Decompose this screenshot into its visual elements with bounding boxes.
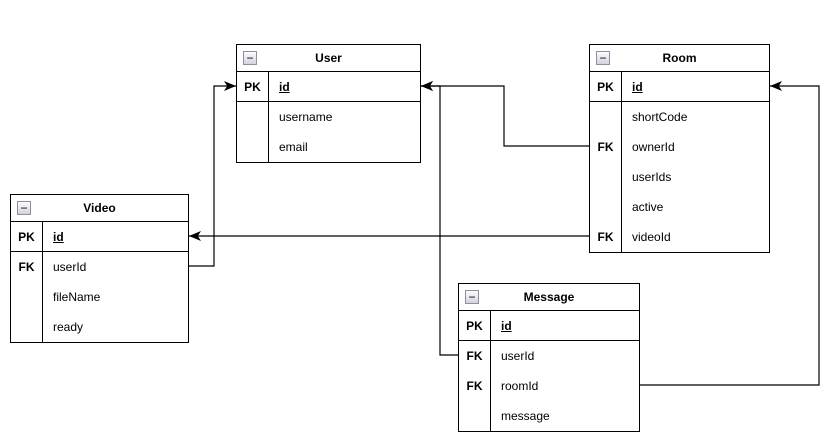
field-row-room-userids[interactable]: userIds — [590, 162, 769, 192]
key-badge — [459, 401, 491, 431]
field-name: message — [501, 409, 550, 423]
field-row-user-username[interactable]: username — [237, 102, 420, 132]
field-name: userIds — [632, 170, 672, 184]
fk-badge: FK — [590, 222, 622, 252]
minus-glyph: − — [246, 50, 254, 65]
field-row-message-roomid[interactable]: FK roomId — [459, 371, 639, 401]
key-badge — [11, 282, 43, 312]
field-name: active — [632, 200, 664, 214]
field-name: videoId — [632, 230, 671, 244]
entity-header-video[interactable]: − Video — [11, 195, 188, 222]
entity-title-room: Room — [662, 51, 697, 65]
entity-table-room[interactable]: − Room PK id shortCode FK ownerId userId… — [589, 44, 770, 253]
entity-title-user: User — [315, 51, 342, 65]
field-row-room-id[interactable]: PK id — [590, 72, 769, 102]
collapse-icon[interactable]: − — [17, 201, 31, 215]
field-row-message-id[interactable]: PK id — [459, 311, 639, 341]
key-badge — [237, 132, 269, 162]
entity-header-user[interactable]: − User — [237, 45, 420, 72]
connector-message-roomid-to-room-id[interactable] — [640, 81, 820, 386]
field-row-user-email[interactable]: email — [237, 132, 420, 162]
connector-video-userid-to-user-id[interactable] — [189, 81, 236, 267]
entity-title-message: Message — [523, 290, 575, 304]
field-name: fileName — [53, 290, 101, 304]
key-badge — [590, 162, 622, 192]
field-name: id — [632, 79, 643, 94]
field-name: id — [279, 79, 290, 94]
field-name: ownerId — [632, 140, 675, 154]
fk-badge: FK — [590, 132, 622, 162]
field-name: userId — [53, 260, 87, 274]
field-name: id — [501, 318, 512, 333]
collapse-icon[interactable]: − — [465, 290, 479, 304]
field-row-room-videoid[interactable]: FK videoId — [590, 222, 769, 252]
fk-badge: FK — [459, 371, 491, 401]
minus-glyph: − — [599, 50, 607, 65]
field-row-video-filename[interactable]: fileName — [11, 282, 188, 312]
field-name: id — [53, 229, 64, 244]
field-name: ready — [53, 320, 84, 334]
field-name: roomId — [501, 379, 539, 393]
field-row-room-active[interactable]: active — [590, 192, 769, 222]
pk-badge: PK — [237, 72, 269, 101]
fk-badge: FK — [11, 252, 43, 282]
entity-table-message[interactable]: − Message PK id FK userId FK roomId mess… — [458, 283, 640, 432]
pk-badge: PK — [459, 311, 491, 340]
connector-room-ownerid-to-user-id[interactable] — [421, 81, 589, 147]
key-badge — [590, 192, 622, 222]
collapse-icon[interactable]: − — [243, 51, 257, 65]
key-badge — [237, 102, 269, 132]
collapse-icon[interactable]: − — [596, 51, 610, 65]
field-name: userId — [501, 349, 535, 363]
entity-header-room[interactable]: − Room — [590, 45, 769, 72]
key-badge — [590, 102, 622, 132]
field-name: email — [279, 140, 308, 154]
field-row-room-shortcode[interactable]: shortCode — [590, 102, 769, 132]
field-row-video-id[interactable]: PK id — [11, 222, 188, 252]
entity-title-video: Video — [83, 201, 116, 215]
field-name: shortCode — [632, 110, 688, 124]
minus-glyph: − — [468, 289, 476, 304]
field-row-message-userid[interactable]: FK userId — [459, 341, 639, 371]
key-badge — [11, 312, 43, 342]
field-row-room-ownerid[interactable]: FK ownerId — [590, 132, 769, 162]
entity-table-video[interactable]: − Video PK id FK userId fileName ready — [10, 194, 189, 343]
pk-badge: PK — [11, 222, 43, 251]
field-name: username — [279, 110, 333, 124]
field-row-video-ready[interactable]: ready — [11, 312, 188, 342]
fk-badge: FK — [459, 341, 491, 371]
field-row-video-userid[interactable]: FK userId — [11, 252, 188, 282]
connector-message-userid-to-user-id[interactable] — [421, 81, 458, 356]
pk-badge: PK — [590, 72, 622, 101]
entity-header-message[interactable]: − Message — [459, 284, 639, 311]
field-row-user-id[interactable]: PK id — [237, 72, 420, 102]
minus-glyph: − — [20, 200, 28, 215]
field-row-message-message[interactable]: message — [459, 401, 639, 431]
entity-table-user[interactable]: − User PK id username email — [236, 44, 421, 163]
